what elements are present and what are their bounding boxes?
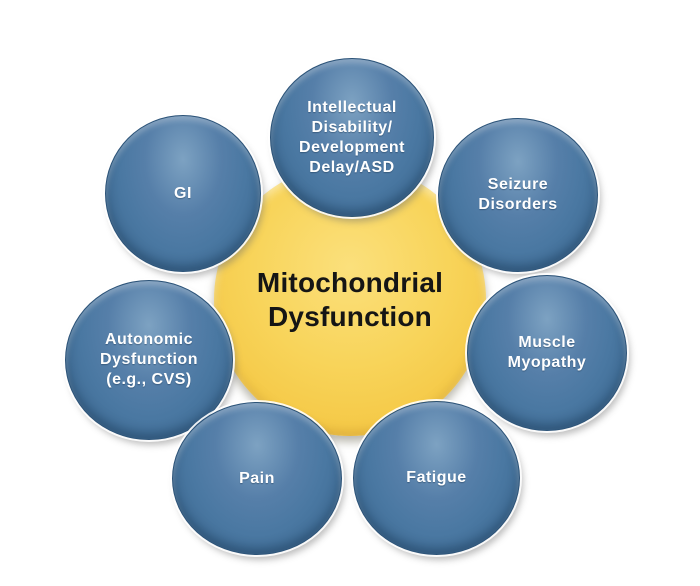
node-gi-label: GI bbox=[174, 184, 192, 202]
node-intellectual-disability-label: Intellectual Disability/ Development Del… bbox=[299, 98, 405, 176]
node-pain-label: Pain bbox=[239, 469, 275, 487]
node-intellectual-disability: Intellectual Disability/ Development Del… bbox=[270, 58, 434, 217]
node-muscle-myopathy-label: Muscle Myopathy bbox=[507, 334, 587, 371]
node-seizure-disorders-label: Seizure Disorders bbox=[478, 176, 558, 213]
node-fatigue-label: Fatigue bbox=[406, 469, 467, 486]
node-muscle-myopathy: Muscle Myopathy bbox=[467, 275, 627, 431]
node-fatigue: Fatigue bbox=[353, 401, 520, 555]
hub-label: Mitochondrial Dysfunction bbox=[256, 267, 444, 332]
node-autonomic-dysfunction: Autonomic Dysfunction (e.g., CVS) bbox=[65, 280, 233, 440]
node-pain: Pain bbox=[172, 402, 342, 555]
node-autonomic-dysfunction-label: Autonomic Dysfunction (e.g., CVS) bbox=[100, 331, 198, 388]
node-gi: GI bbox=[105, 115, 261, 272]
node-seizure-disorders: Seizure Disorders bbox=[438, 118, 598, 272]
